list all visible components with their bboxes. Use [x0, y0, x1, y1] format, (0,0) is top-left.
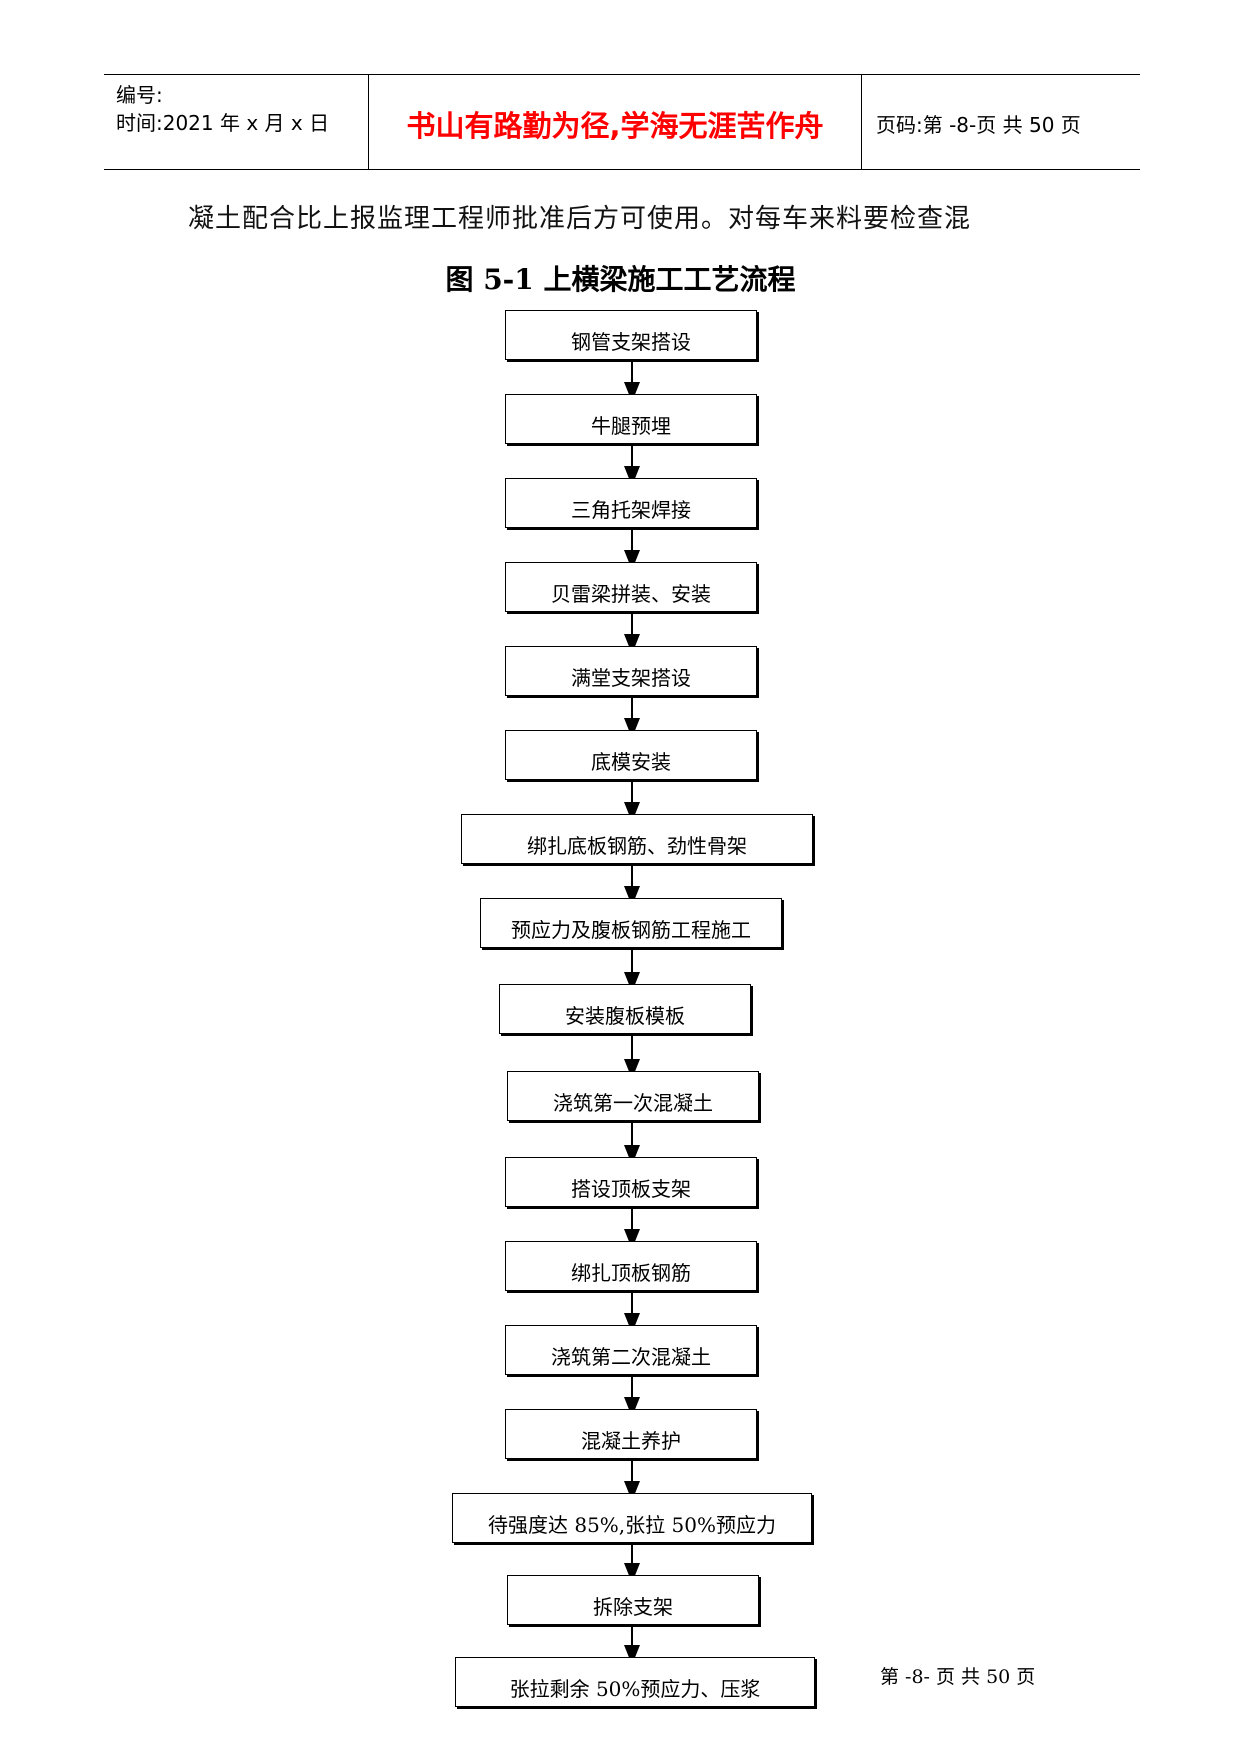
flow-step-label: 绑扎底板钢筋、劲性骨架	[527, 834, 747, 858]
flow-step-15: 待强度达 85%,张拉 50%预应力	[452, 1493, 812, 1543]
flow-step-17: 张拉剩余 50%预应力、压浆	[455, 1657, 815, 1707]
flow-step-3: 三角托架焊接	[505, 478, 757, 528]
time-label: 时间:2021 年 x 月 x 日	[116, 111, 330, 135]
flow-step-label: 贝雷梁拼装、安装	[551, 582, 711, 606]
page-header: 编号: 时间:2021 年 x 月 x 日 书山有路勤为径,学海无涯苦作舟 页码…	[104, 74, 1140, 170]
flow-step-label: 牛腿预埋	[591, 414, 671, 438]
flow-step-6: 底模安装	[505, 730, 757, 780]
page-info: 页码:第 -8-页 共 50 页	[876, 113, 1081, 137]
flow-step-10: 浇筑第一次混凝土	[507, 1071, 759, 1121]
flow-step-16: 拆除支架	[507, 1575, 759, 1625]
flow-step-9: 安装腹板模板	[499, 984, 751, 1034]
body-paragraph: 凝土配合比上报监理工程师批准后方可使用。对每车来料要检查混	[188, 204, 972, 234]
flow-step-label: 浇筑第一次混凝土	[553, 1091, 713, 1115]
flow-step-label: 待强度达 85%,张拉 50%预应力	[488, 1513, 776, 1537]
flow-step-label: 安装腹板模板	[565, 1004, 685, 1028]
flow-step-label: 拆除支架	[593, 1595, 673, 1619]
flow-step-label: 浇筑第二次混凝土	[551, 1345, 711, 1369]
flow-step-label: 预应力及腹板钢筋工程施工	[511, 918, 751, 942]
figure-title: 图 5-1 上横梁施工工艺流程	[445, 263, 796, 296]
flow-step-11: 搭设顶板支架	[505, 1157, 757, 1207]
header-page-cell: 页码:第 -8-页 共 50 页	[862, 75, 1140, 169]
flow-step-label: 绑扎顶板钢筋	[571, 1261, 691, 1285]
flow-step-label: 张拉剩余 50%预应力、压浆	[509, 1677, 761, 1701]
flow-step-label: 混凝土养护	[581, 1429, 681, 1453]
flow-step-14: 混凝土养护	[505, 1409, 757, 1459]
flow-step-label: 搭设顶板支架	[571, 1177, 691, 1201]
header-meta-cell: 编号: 时间:2021 年 x 月 x 日	[104, 75, 369, 169]
flow-step-label: 钢管支架搭设	[571, 330, 691, 354]
flow-step-8: 预应力及腹板钢筋工程施工	[480, 898, 782, 948]
flow-step-label: 满堂支架搭设	[571, 666, 691, 690]
flow-step-5: 满堂支架搭设	[505, 646, 757, 696]
number-label: 编号:	[116, 83, 163, 107]
flow-step-label: 底模安装	[591, 750, 671, 774]
flow-step-4: 贝雷梁拼装、安装	[505, 562, 757, 612]
flow-step-13: 浇筑第二次混凝土	[505, 1325, 757, 1375]
flow-step-1: 钢管支架搭设	[505, 310, 757, 360]
page-footer: 第 -8- 页 共 50 页	[880, 1666, 1036, 1688]
motto: 书山有路勤为径,学海无涯苦作舟	[406, 109, 824, 143]
header-motto-cell: 书山有路勤为径,学海无涯苦作舟	[369, 75, 862, 169]
flow-step-7: 绑扎底板钢筋、劲性骨架	[461, 814, 813, 864]
flow-step-label: 三角托架焊接	[571, 498, 691, 522]
flow-step-2: 牛腿预埋	[505, 394, 757, 444]
flow-step-12: 绑扎顶板钢筋	[505, 1241, 757, 1291]
